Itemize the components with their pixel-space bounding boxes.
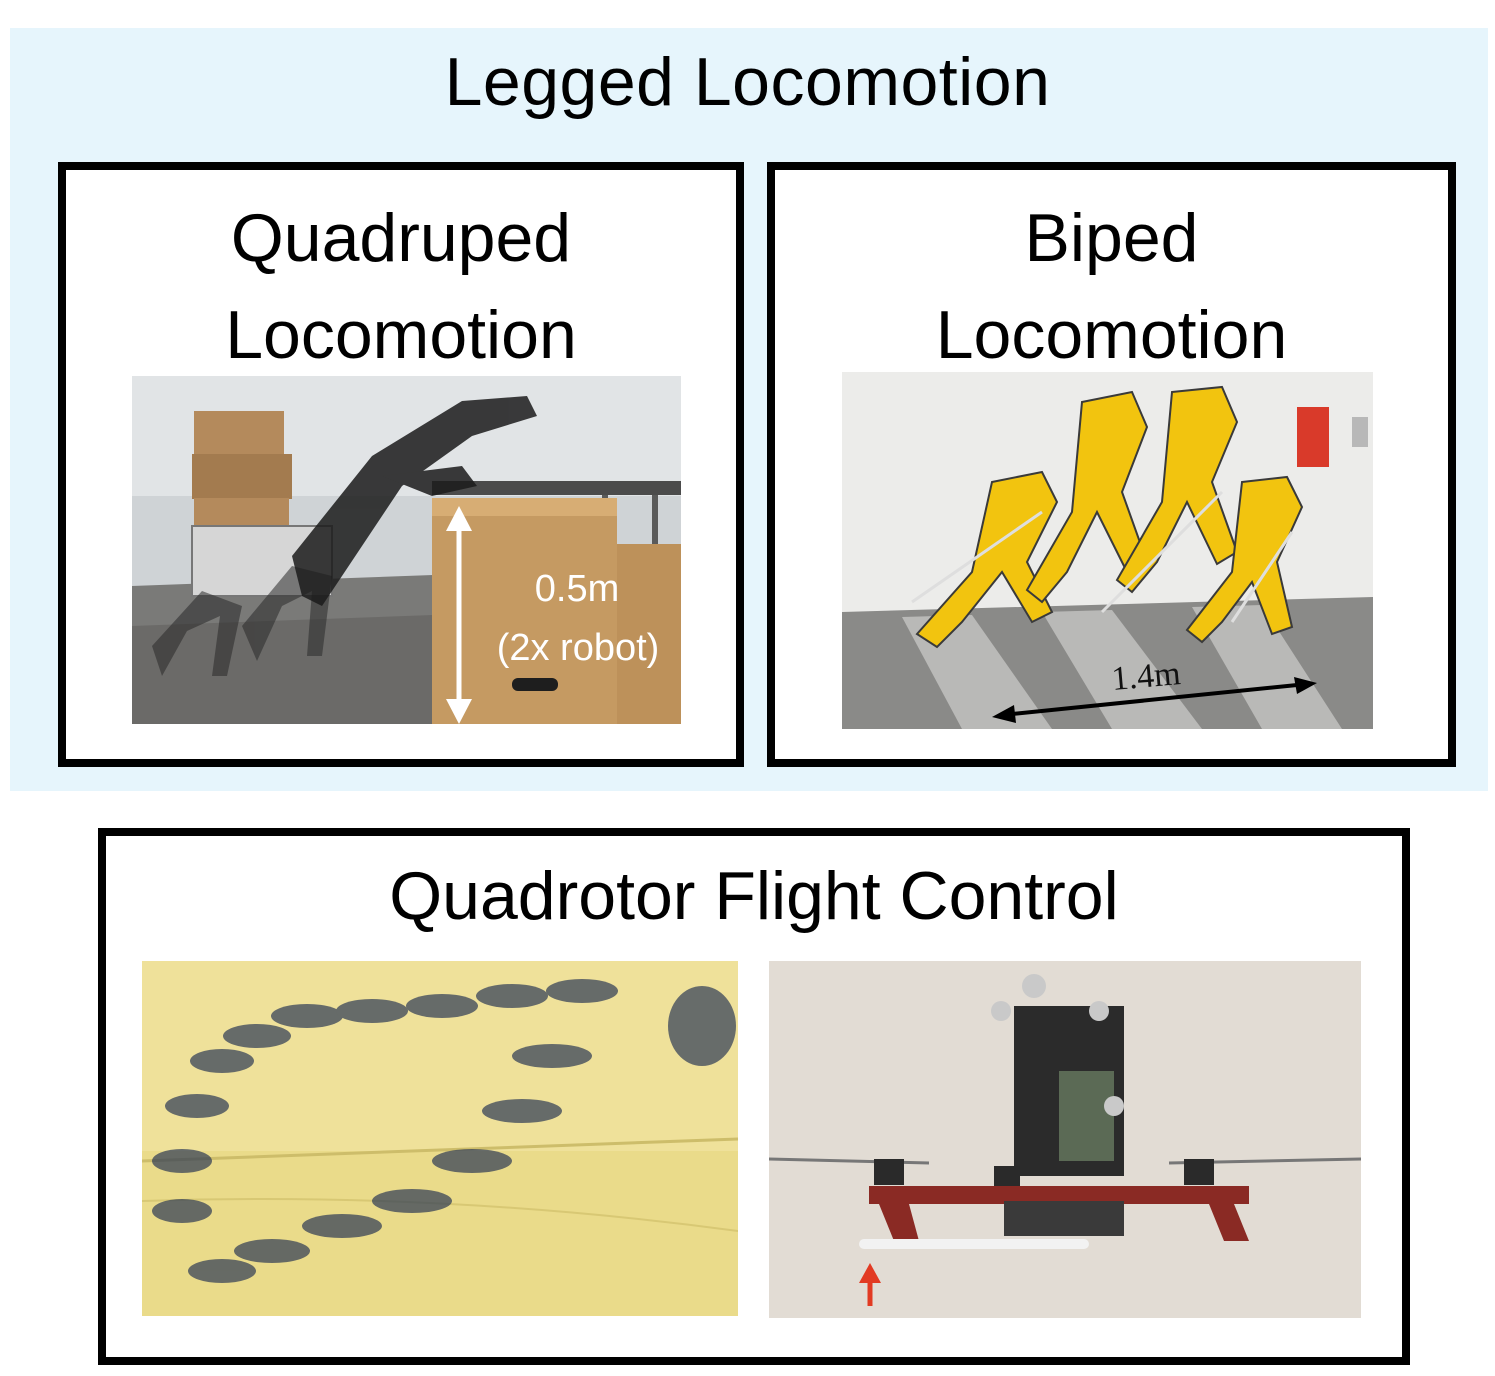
quadrotor-flight-box: Quadrotor Flight Control — [98, 828, 1410, 1365]
quadrotor-flight-title: Quadrotor Flight Control — [389, 858, 1119, 934]
quadrotor-trajectory-photo — [142, 961, 738, 1316]
quadruped-title-line1: Quadruped — [230, 200, 572, 276]
biped-box: Biped Locomotion — [767, 162, 1456, 767]
quadruped-height-note: (2x robot) — [497, 627, 660, 669]
quadruped-title-line2: Locomotion — [225, 297, 577, 373]
legged-locomotion-title: Legged Locomotion — [444, 44, 1051, 120]
biped-title-line1: Biped — [1024, 200, 1199, 276]
quadruped-box: Quadruped Locomotion — [58, 162, 744, 767]
quadruped-height-label: 0.5m — [535, 568, 619, 610]
biped-distance-label: 1.4m — [1110, 655, 1182, 698]
biped-title-line2: Locomotion — [935, 297, 1288, 373]
quadruped-photo: 0.5m (2x robot) — [132, 376, 681, 724]
biped-photo: 1.4m — [842, 372, 1373, 729]
quadrotor-payload-photo — [769, 961, 1361, 1318]
